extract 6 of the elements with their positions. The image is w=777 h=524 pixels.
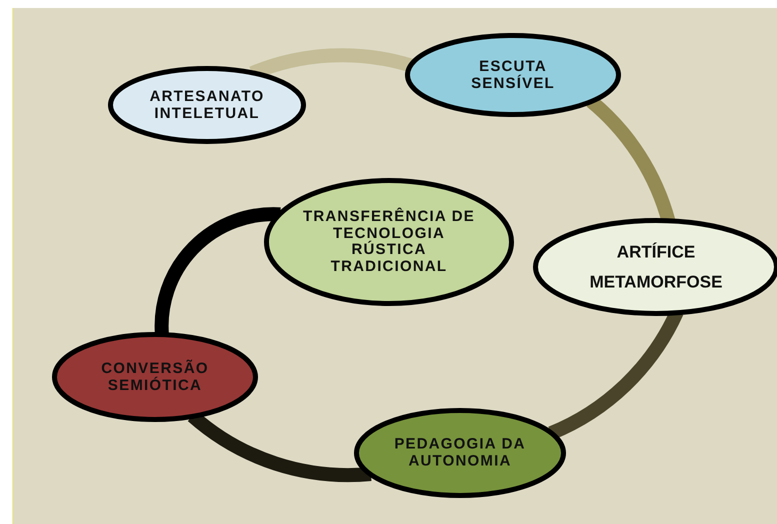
node-label: PEDAGOGIA DA AUTONOMIA [393,436,527,470]
node-label: ARTESANATO INTELETUAL [148,88,266,122]
node-label: ARTÍFICE METAMORFOSE [588,241,724,293]
node-label: ESCUTA SENSÍVEL [470,58,556,92]
node-label: TRANSFERÊNCIA DE TECNOLOGIA RÚSTICA TRADICIONAL [302,209,476,275]
node-label: CONVERSÃO SEMIÓTICA [100,360,210,394]
